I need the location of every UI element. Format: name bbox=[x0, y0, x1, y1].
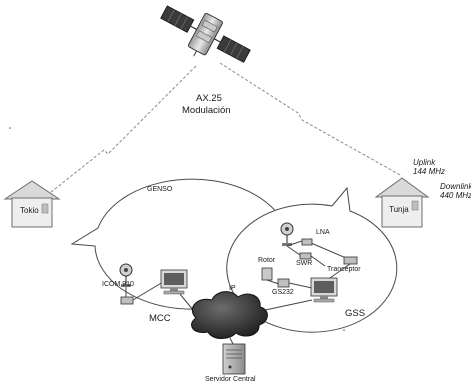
title-modulation: Modulación bbox=[182, 105, 231, 116]
site-label-left: Tokio bbox=[20, 206, 39, 215]
antenna-icon-left bbox=[119, 263, 133, 287]
rotor-box-icon bbox=[261, 267, 273, 281]
stray-mark bbox=[343, 329, 345, 331]
icom-label: ICOM 910 bbox=[102, 281, 134, 288]
link-cloud-server bbox=[229, 337, 234, 345]
link-rotor-gs232 bbox=[266, 279, 280, 285]
computer-icon-gss bbox=[310, 277, 338, 303]
link-radio-pc bbox=[132, 281, 164, 301]
gs232-box-icon bbox=[277, 278, 290, 288]
title-protocol: AX.25 bbox=[196, 93, 222, 104]
bubble-right bbox=[226, 186, 398, 333]
uplink-frequency: 144 MHz bbox=[413, 167, 446, 176]
link-gs232-pc bbox=[288, 282, 313, 289]
link-antenna-lna bbox=[286, 240, 303, 247]
radio-link-right bbox=[219, 62, 403, 177]
satellite-icon bbox=[160, 5, 251, 63]
link-lna-tranceptor bbox=[310, 242, 347, 259]
server-icon bbox=[222, 343, 246, 375]
tranceptor-label: Tranceptor bbox=[327, 266, 361, 273]
gss-label: GSS bbox=[345, 308, 366, 319]
swr-box-icon bbox=[299, 252, 312, 260]
server-label: Servidor Central bbox=[205, 376, 256, 383]
link-antenna-swr bbox=[286, 245, 301, 256]
downlink-frequency: 440 MHz bbox=[440, 191, 471, 200]
swr-label: SWR bbox=[296, 260, 313, 267]
lna-box-icon bbox=[301, 238, 313, 246]
radio-icon-icom bbox=[120, 296, 134, 305]
ip-cloud-icon bbox=[191, 291, 268, 339]
genso-label: GENSO bbox=[147, 186, 173, 193]
antenna-icon-right bbox=[280, 222, 294, 246]
link-swr-tranceptor bbox=[310, 255, 326, 267]
computer-icon-mcc bbox=[160, 269, 188, 295]
lna-label: LNA bbox=[316, 229, 330, 236]
radio-link-left bbox=[45, 65, 197, 197]
house-icon-right bbox=[374, 177, 430, 228]
link-tranceptor-pc bbox=[326, 263, 351, 281]
site-label-right: Tunja bbox=[389, 205, 409, 214]
ip-label: IP bbox=[229, 285, 236, 292]
mcc-label: MCC bbox=[149, 313, 171, 324]
gs232-label: GS232 bbox=[272, 289, 294, 296]
stray-mark bbox=[9, 127, 11, 129]
downlink-label: Downlink bbox=[440, 182, 471, 191]
tranceptor-box-icon bbox=[343, 256, 358, 265]
house-icon-left bbox=[3, 180, 61, 228]
uplink-label: Uplink bbox=[413, 158, 436, 167]
rotor-label: Rotor bbox=[258, 257, 276, 264]
